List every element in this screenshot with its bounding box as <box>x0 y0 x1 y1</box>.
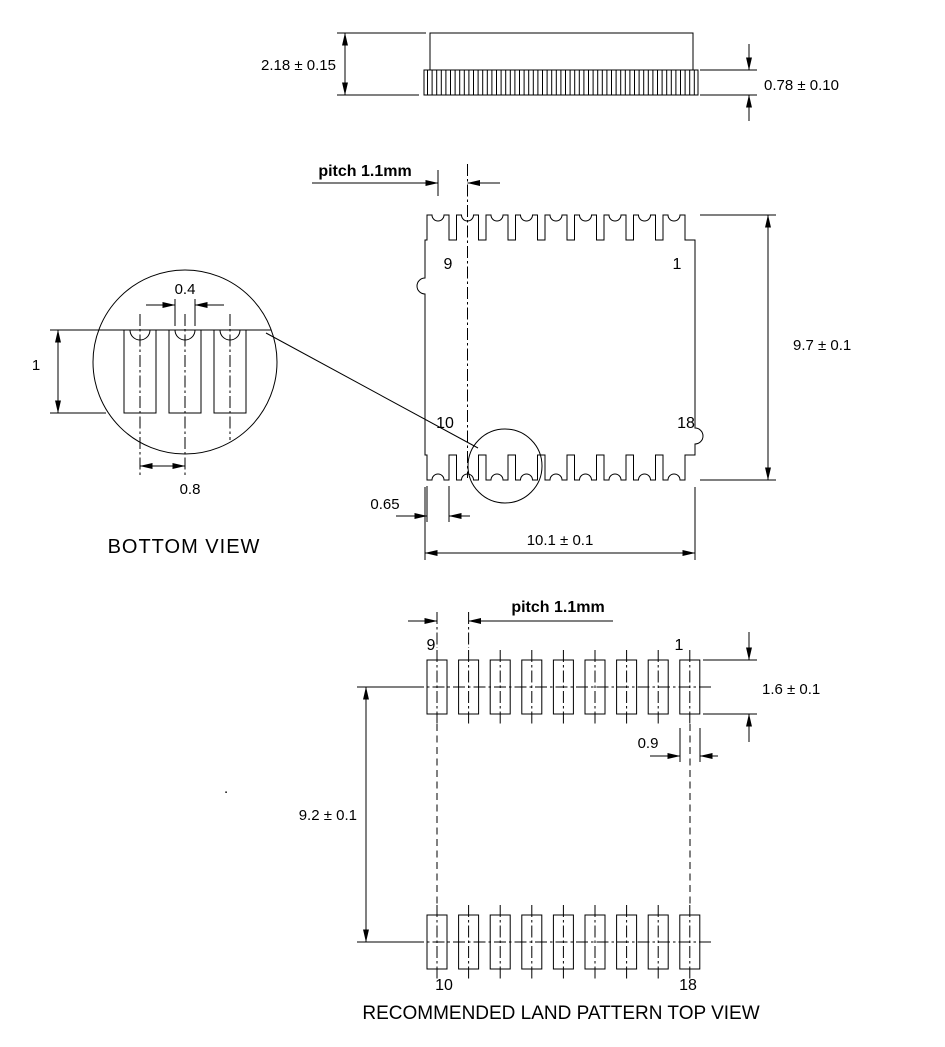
terminal-hatch <box>427 70 695 95</box>
land-pattern-caption: RECOMMENDED LAND PATTERN TOP VIEW <box>362 1003 759 1024</box>
bottom-view: pitch 1.1mm 9 1 10 18 9.7 ± 0.1 10.1 ± 0… <box>265 163 851 560</box>
pin-18-label: 18 <box>677 415 695 432</box>
detail-source-circle <box>467 428 543 504</box>
land-pad-length-dimension: 1.6 ± 0.1 <box>762 681 820 698</box>
land-span-dimension: 9.2 ± 0.1 <box>299 807 357 824</box>
land-pattern-view: pitch 1.1mm 9 1 10 18 1.6 ± 0.1 0.9 9.2 … <box>299 599 821 1024</box>
body-height-dimension: 9.7 ± 0.1 <box>793 337 851 354</box>
land-pitch-dimension: pitch 1.1mm <box>511 599 604 616</box>
land-pin-18-label: 18 <box>679 977 697 994</box>
stray-mark: . <box>224 780 228 797</box>
detail-view: 0.4 1 0.8 BOTTOM VIEW <box>32 269 278 558</box>
overall-height-dimension: 2.18 ± 0.15 <box>261 57 336 74</box>
land-pin-10-label: 10 <box>435 977 453 994</box>
side-view: 2.18 ± 0.15 0.78 ± 0.10 <box>261 32 839 121</box>
bottom-view-caption: BOTTOM VIEW <box>108 536 261 558</box>
package-body-side <box>429 32 694 71</box>
land-pin-1-label: 1 <box>675 637 684 654</box>
terminal-length-dimension: 1 <box>32 357 40 374</box>
package-outline-bottom <box>416 214 704 481</box>
pin-1-label: 1 <box>673 256 682 273</box>
body-width-dimension: 10.1 ± 0.1 <box>527 532 594 549</box>
detail-pads <box>123 314 247 476</box>
detail-leader-line <box>265 332 479 449</box>
terminal-height-dimension: 0.78 ± 0.10 <box>764 77 839 94</box>
land-pin-9-label: 9 <box>427 637 436 654</box>
terminal-width-dimension: 0.65 <box>370 496 399 513</box>
bottom-pitch-dimension: pitch 1.1mm <box>318 163 411 180</box>
land-pads <box>426 650 701 979</box>
land-pad-width-dimension: 0.9 <box>638 735 659 752</box>
notch-width-dimension: 0.4 <box>175 281 196 298</box>
terminal-pitch-dimension: 0.8 <box>180 481 201 498</box>
pin-9-label: 9 <box>444 256 453 273</box>
pin-10-label: 10 <box>436 415 454 432</box>
